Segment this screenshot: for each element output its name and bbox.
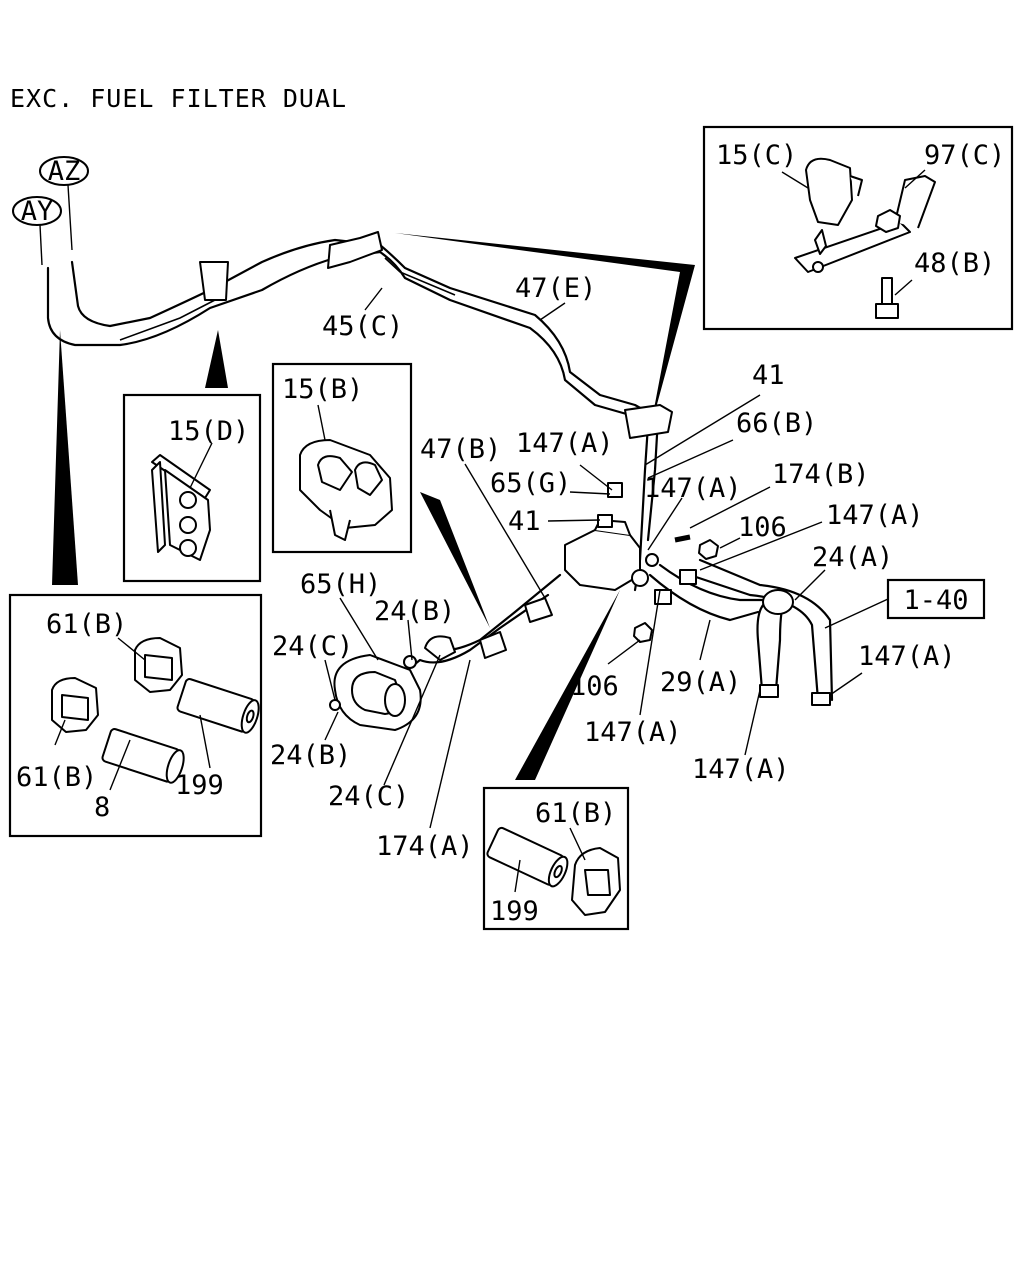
inset-box-15b bbox=[271, 362, 413, 554]
reference-label: 1-40 bbox=[903, 585, 968, 616]
leader-lines bbox=[54, 169, 926, 893]
label-174b: 174(B) bbox=[772, 459, 870, 490]
label-147a-4: 147(A) bbox=[584, 717, 682, 748]
svg-text:AZ: AZ bbox=[48, 156, 81, 187]
fitting-106-top bbox=[698, 539, 719, 560]
label-106-bottom: 106 bbox=[570, 671, 619, 702]
callout-wedge-15d bbox=[205, 330, 228, 388]
callout-wedge-left bbox=[52, 330, 78, 585]
connector-az-tag: AZ bbox=[39, 156, 89, 251]
svg-text:AY: AY bbox=[21, 196, 54, 227]
label-15c: 15(C) bbox=[716, 140, 797, 171]
label-147a-6: 147(A) bbox=[858, 641, 956, 672]
label-147a-3: 147(A) bbox=[826, 500, 924, 531]
part-labels: 15(C) 97(C) 48(B) 47(E) 45(C) 15(D) 15(B… bbox=[16, 140, 1005, 927]
callout-wedge-bottom bbox=[515, 590, 620, 780]
label-65g: 65(G) bbox=[490, 468, 571, 499]
label-61b-2: 61(B) bbox=[16, 762, 97, 793]
label-97c: 97(C) bbox=[924, 140, 1005, 171]
bolt-174b bbox=[674, 534, 691, 543]
hose-loop-65h bbox=[333, 635, 456, 731]
callout-wedge-15b bbox=[420, 492, 490, 628]
label-24a: 24(A) bbox=[812, 542, 893, 573]
label-174a: 174(A) bbox=[376, 831, 474, 862]
label-199-bottom: 199 bbox=[490, 896, 539, 927]
reference-box[interactable]: 1-40 bbox=[824, 578, 986, 629]
label-41-upper: 41 bbox=[752, 360, 785, 391]
label-29a: 29(A) bbox=[660, 667, 741, 698]
fitting-106-bottom bbox=[633, 622, 653, 643]
label-106-top: 106 bbox=[738, 512, 787, 543]
label-147a-1: 147(A) bbox=[516, 428, 614, 459]
label-47e: 47(E) bbox=[515, 273, 596, 304]
junction-block bbox=[564, 519, 659, 591]
label-24c-2: 24(C) bbox=[328, 781, 409, 812]
label-61b-3: 61(B) bbox=[535, 798, 616, 829]
label-147a-5: 147(A) bbox=[692, 754, 790, 785]
pipe-clamps bbox=[199, 231, 831, 711]
label-8: 8 bbox=[94, 792, 110, 823]
connector-ay-tag: AY bbox=[12, 196, 62, 266]
label-24b-1: 24(B) bbox=[374, 596, 455, 627]
inset-box-bottom-199-61b bbox=[482, 786, 630, 931]
label-66b: 66(B) bbox=[736, 408, 817, 439]
label-61b-1: 61(B) bbox=[46, 609, 127, 640]
inset-box-61b-8-199 bbox=[8, 593, 263, 838]
callout-wedge-top-right bbox=[395, 233, 695, 430]
label-199-left: 199 bbox=[175, 770, 224, 801]
label-45c: 45(C) bbox=[322, 311, 403, 342]
label-147a-2: 147(A) bbox=[644, 473, 742, 504]
label-24b-2: 24(B) bbox=[270, 740, 351, 771]
inset-box-15d bbox=[122, 393, 262, 583]
label-48b: 48(B) bbox=[914, 248, 995, 279]
label-15b: 15(B) bbox=[282, 374, 363, 405]
label-47b: 47(B) bbox=[420, 434, 501, 465]
label-65h: 65(H) bbox=[300, 569, 381, 600]
inset-box-15c bbox=[702, 125, 1014, 331]
label-41-lower: 41 bbox=[508, 506, 541, 537]
diagram-title: EXC. FUEL FILTER DUAL bbox=[10, 84, 347, 113]
label-24c-1: 24(C) bbox=[272, 631, 353, 662]
label-15d: 15(D) bbox=[168, 416, 249, 447]
fuel-pipe-assembly bbox=[46, 238, 834, 702]
